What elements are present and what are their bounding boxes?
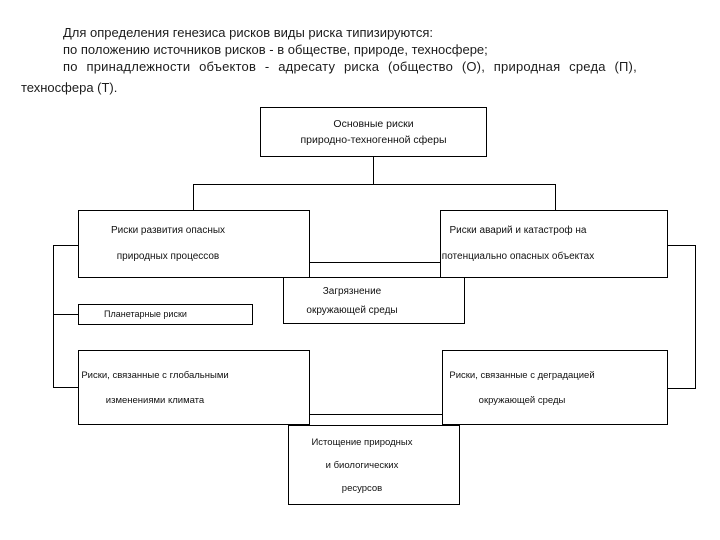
node-main-risks-line-2: природно-техногенной сферы bbox=[300, 134, 447, 146]
node-depletion-line-2: и биологических bbox=[325, 459, 399, 471]
node-accidents-risks: Риски аварий и катастроф на потенциально… bbox=[440, 210, 668, 278]
connector-root-stem bbox=[373, 157, 374, 185]
connector-left-rail-to-planetary bbox=[53, 314, 78, 315]
node-pollution-line-1: Загрязнение bbox=[322, 285, 382, 297]
node-planetary-risks: Планетарные риски bbox=[78, 304, 253, 325]
node-climate-line-2: изменениями климата bbox=[105, 394, 205, 406]
node-climate-change-risks: Риски, связанные с глобальными изменения… bbox=[78, 350, 310, 425]
node-environment-degradation-risks: Риски, связанные с деградацией окружающе… bbox=[442, 350, 668, 425]
connector-natural-accidents bbox=[310, 262, 440, 263]
intro-line-3: по принадлежности объектов - адресату ри… bbox=[63, 59, 637, 74]
intro-line-1: Для определения генезиса рисков виды рис… bbox=[63, 25, 433, 40]
node-accidents-line-2: потенциально опасных объектах bbox=[441, 251, 595, 262]
connector-climate-degradation bbox=[310, 414, 442, 415]
node-depletion-line-1: Истощение природных bbox=[311, 436, 413, 448]
intro-line-2: по положению источников рисков - в общес… bbox=[63, 42, 488, 57]
node-main-risks: Основные риски природно-техногенной сфер… bbox=[260, 107, 487, 157]
node-pollution-line-2: окружающей среды bbox=[306, 304, 398, 316]
connector-root-to-accidents bbox=[555, 184, 556, 210]
node-environment-pollution: Загрязнение окружающей среды bbox=[283, 277, 465, 324]
connector-left-rail-to-climate bbox=[53, 387, 78, 388]
connector-natural-to-left-rail bbox=[53, 245, 78, 246]
node-degradation-line-1: Риски, связанные с деградацией bbox=[449, 369, 595, 381]
node-accidents-line-1: Риски аварий и катастроф на bbox=[449, 225, 587, 236]
connector-root-crossbar bbox=[193, 184, 556, 185]
connector-right-rail bbox=[695, 245, 696, 389]
node-natural-processes-line-1: Риски развития опасных bbox=[110, 225, 226, 236]
node-degradation-line-2: окружающей среды bbox=[478, 394, 566, 406]
node-climate-line-1: Риски, связанные с глобальными bbox=[81, 369, 229, 381]
intro-line-4: техносфера (Т). bbox=[21, 80, 118, 95]
intro-paragraph: Для определения генезиса рисков виды рис… bbox=[21, 24, 663, 96]
node-main-risks-line-1: Основные риски bbox=[333, 118, 414, 130]
node-natural-processes-line-2: природных процессов bbox=[116, 251, 220, 262]
node-planetary-line-1: Планетарные риски bbox=[104, 309, 187, 319]
node-natural-processes-risks: Риски развития опасных природных процесс… bbox=[78, 210, 310, 278]
connector-accidents-to-right-rail bbox=[668, 245, 695, 246]
connector-left-rail bbox=[53, 245, 54, 388]
connector-root-to-natural bbox=[193, 184, 194, 210]
connector-right-rail-to-degradation bbox=[668, 388, 695, 389]
node-depletion-line-3: ресурсов bbox=[341, 482, 383, 494]
node-resource-depletion: Истощение природных и биологических ресу… bbox=[288, 425, 460, 505]
